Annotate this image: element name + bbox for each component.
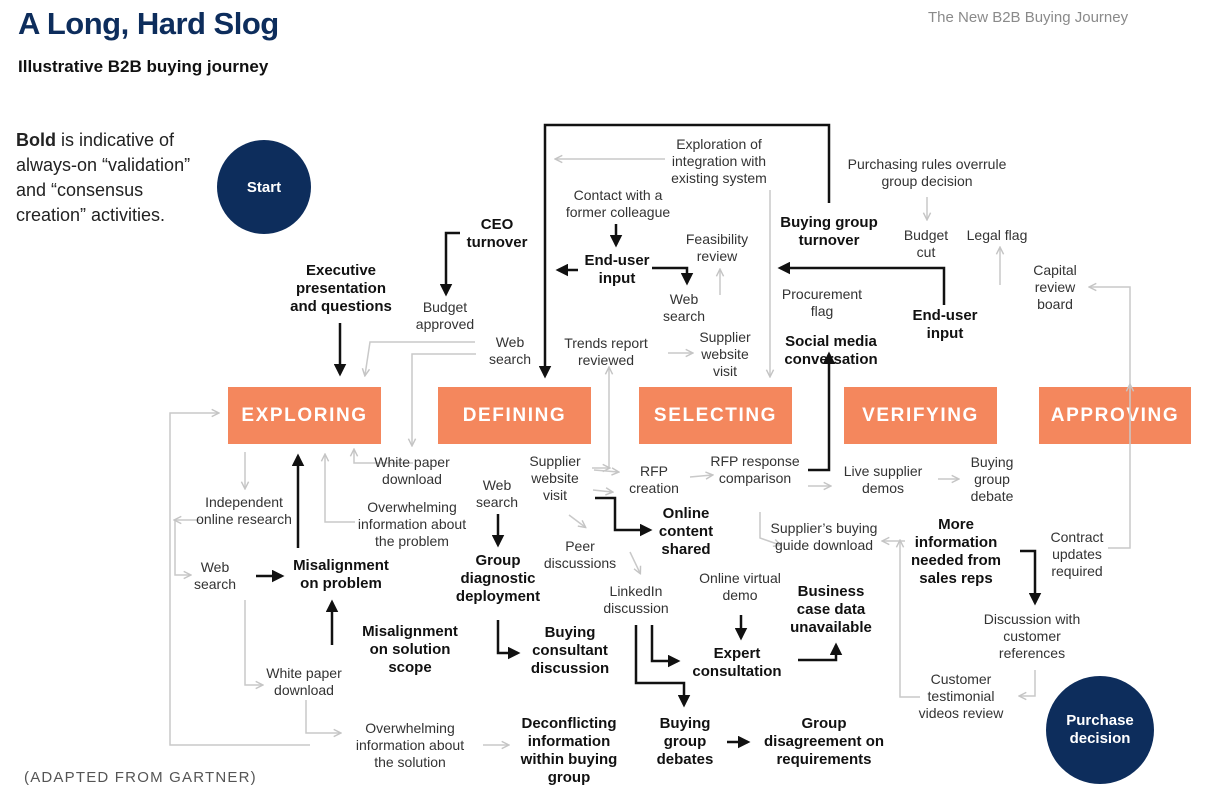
- stage-exploring: EXPLORING: [228, 387, 381, 444]
- node-web-search-left: Web search: [193, 559, 237, 592]
- node-feasibility: Feasibility review: [685, 231, 749, 264]
- node-capital-review: Capital review board: [1033, 262, 1077, 312]
- stage-verifying: VERIFYING: [844, 387, 997, 444]
- node-more-info: More information needed from sales reps: [910, 516, 1001, 587]
- stage-approving: APPROVING: [1039, 387, 1191, 444]
- node-rfp-response: RFP response comparison: [710, 453, 800, 486]
- node-overwhelming-solution: Overwhelming information about the solut…: [355, 720, 465, 770]
- node-misalignment-scope: Misalignment on solution scope: [362, 623, 458, 676]
- node-deconflicting: Deconflicting information within buying …: [520, 715, 618, 786]
- node-customer-testimonial: Customer testimonial videos review: [918, 671, 1004, 721]
- node-live-demos: Live supplier demos: [843, 463, 923, 496]
- node-contract-updates: Contract updates required: [1050, 529, 1104, 579]
- node-web-search-mid: Web search: [475, 477, 519, 510]
- node-online-virtual-demo: Online virtual demo: [699, 570, 781, 603]
- node-procurement-flag: Procurement flag: [781, 286, 863, 319]
- node-group-diagnostic: Group diagnostic deployment: [455, 552, 541, 605]
- node-end-user-input-1: End-user input: [584, 252, 650, 287]
- page-subtitle: Illustrative B2B buying journey: [18, 57, 269, 76]
- node-peer-discussions: Peer discussions: [543, 538, 617, 571]
- legend-rest: is indicative of always-on “validation” …: [16, 130, 191, 225]
- node-independent-research: Independent online research: [196, 494, 292, 527]
- source-note: (ADAPTED FROM GARTNER): [24, 769, 257, 786]
- node-exec-presentation: Executive presentation and questions: [290, 262, 392, 315]
- legend-bold-word: Bold: [16, 130, 56, 150]
- node-misalignment-problem: Misalignment on problem: [293, 557, 389, 592]
- stage-defining: DEFINING: [438, 387, 591, 444]
- brand-label: The New B2B Buying Journey: [928, 9, 1129, 26]
- node-buying-consultant: Buying consultant discussion: [530, 624, 610, 677]
- node-linkedin: LinkedIn discussion: [603, 583, 669, 616]
- start-label: Start: [246, 178, 282, 196]
- node-expert-consultation: Expert consultation: [692, 645, 782, 680]
- node-group-disagreement: Group disagreement on requirements: [763, 715, 885, 768]
- node-end-user-input-2: End-user input: [912, 307, 978, 342]
- purchase-decision-label: Purchase decision: [1066, 712, 1134, 747]
- node-web-search-feasibility: Web search: [662, 291, 706, 324]
- legend-text: Bold is indicative of always-on “validat…: [16, 128, 216, 228]
- node-discussion-references: Discussion with customer references: [983, 611, 1081, 661]
- stage-selecting: SELECTING: [639, 387, 792, 444]
- node-budget-cut: Budget cut: [903, 227, 949, 260]
- node-rfp-creation: RFP creation: [629, 463, 679, 496]
- node-legal-flag: Legal flag: [966, 227, 1028, 243]
- start-circle: Start: [217, 140, 311, 234]
- node-business-case: Business case data unavailable: [790, 583, 872, 636]
- node-buying-group-debates-2: Buying group debates: [656, 715, 714, 768]
- node-exploration-integration: Exploration of integration with existing…: [671, 136, 767, 186]
- node-supplier-guide: Supplier’s buying guide download: [770, 520, 878, 553]
- page-title: A Long, Hard Slog: [18, 6, 279, 41]
- node-overwhelming-problem: Overwhelming information about the probl…: [357, 499, 467, 549]
- node-purchasing-rules: Purchasing rules overrule group decision: [847, 156, 1007, 189]
- node-online-content: Online content shared: [658, 505, 714, 558]
- node-ceo-turnover: CEO turnover: [466, 216, 528, 251]
- node-white-paper-2: White paper download: [266, 665, 342, 698]
- node-white-paper-1: White paper download: [374, 454, 450, 487]
- node-budget-approved: Budget approved: [415, 299, 475, 332]
- node-trends-report: Trends report reviewed: [564, 335, 648, 368]
- node-buying-group-turnover: Buying group turnover: [780, 214, 878, 249]
- node-buying-group-debate-1: Buying group debate: [970, 454, 1014, 504]
- node-contact-colleague: Contact with a former colleague: [565, 187, 671, 220]
- node-web-search-top: Web search: [488, 334, 532, 367]
- node-social-media: Social media conversation: [784, 333, 878, 368]
- node-supplier-visit-mid: Supplier website visit: [529, 453, 581, 503]
- node-supplier-visit-top: Supplier website visit: [699, 329, 751, 379]
- purchase-decision-circle: Purchase decision: [1046, 676, 1154, 784]
